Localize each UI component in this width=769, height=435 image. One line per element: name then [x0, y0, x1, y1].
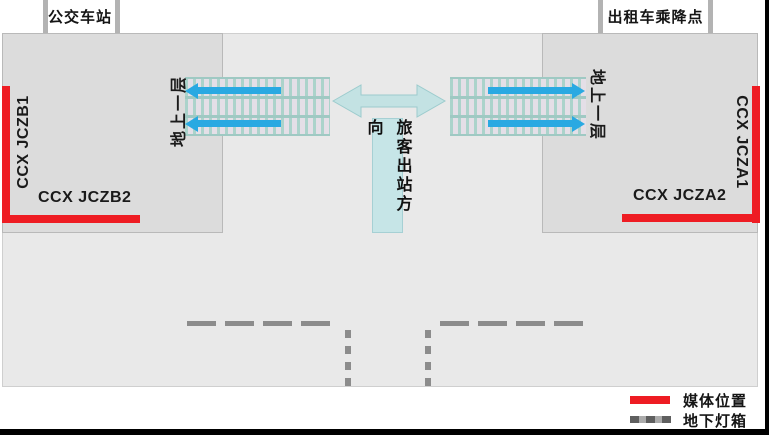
lightbox-line-horizontal-left [187, 321, 338, 326]
bus-gate-post-right [115, 0, 120, 33]
exit-direction-double-arrow-icon [332, 84, 446, 118]
escalator-arrowhead-left-icon [185, 116, 198, 132]
legend-lightbox-swatch [630, 416, 671, 423]
escalator-arrow-left-icon [197, 120, 281, 127]
frame-border-right [765, 0, 769, 435]
escalator-arrowhead-left-icon [185, 83, 198, 99]
taxi-gate-post-left [598, 0, 603, 33]
frame-border-bottom [0, 429, 769, 435]
bus-station-label: 公交车站 [47, 9, 112, 26]
legend-media-label: 媒体位置 [683, 393, 748, 410]
exit-direction-label: 旅客出站方向 [364, 119, 411, 214]
escalator-arrow-right-icon [488, 87, 572, 94]
exit-direction-box: 旅客出站方向 [365, 118, 411, 233]
legend-media-swatch [630, 396, 670, 404]
media-label-jczb2: CCX JCZB2 [38, 189, 132, 206]
lightbox-line-vertical-right [425, 330, 431, 387]
escalator-arrowhead-right-icon [572, 83, 585, 99]
lightbox-line-vertical-left [345, 330, 351, 387]
escalator-arrow-right-icon [488, 120, 572, 127]
right-escalator [450, 77, 586, 136]
media-label-jczb1: CCX JCZB1 [15, 95, 32, 189]
left-floor-label: 地上一层 [171, 74, 188, 148]
media-bar-left-horizontal [2, 215, 140, 223]
lightbox-line-horizontal-right [440, 321, 591, 326]
media-label-jcza2: CCX JCZA2 [633, 187, 727, 204]
escalator-rail [450, 115, 586, 118]
right-floor-label: 地上一层 [588, 68, 605, 142]
media-bar-right-horizontal [622, 214, 760, 222]
legend-lightbox-label: 地下灯箱 [683, 413, 748, 430]
taxi-point-label: 出租车乘降点 [607, 9, 704, 26]
media-bar-right-vertical [752, 86, 760, 223]
bus-gate-post-left [43, 0, 48, 33]
left-escalator [185, 77, 330, 136]
escalator-arrowhead-right-icon [572, 116, 585, 132]
escalator-arrow-left-icon [197, 87, 281, 94]
escalator-rail [450, 96, 586, 99]
taxi-gate-post-right [708, 0, 713, 33]
escalator-rail [185, 115, 330, 118]
media-label-jcza1: CCX JCZA1 [733, 95, 750, 189]
media-bar-left-vertical [2, 86, 10, 223]
escalator-rail [185, 96, 330, 99]
